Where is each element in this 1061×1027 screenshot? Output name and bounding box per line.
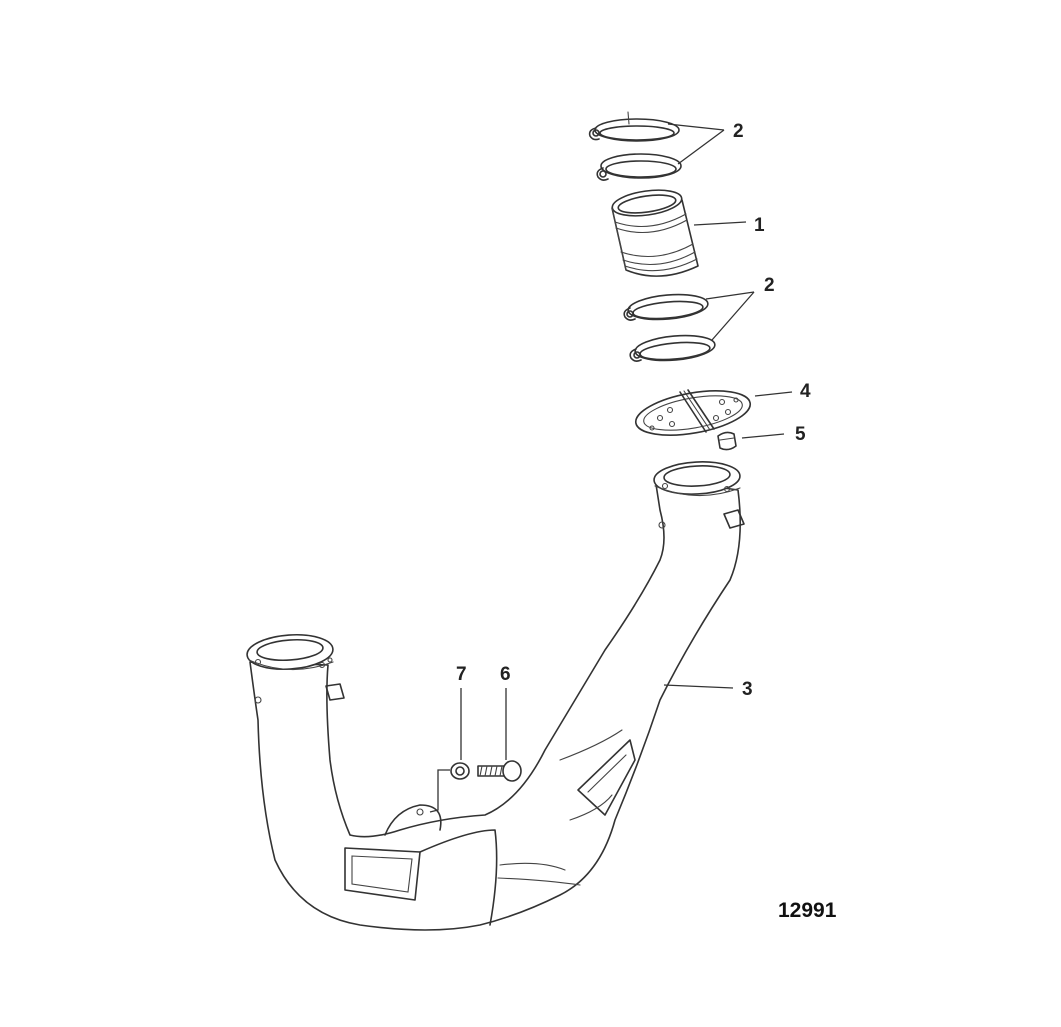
valve-retainer (717, 431, 737, 451)
upper-hose-clamp-top (588, 111, 680, 142)
upper-hose-clamp-bottom (596, 153, 682, 181)
exhaust-pipe (246, 461, 745, 931)
callout-5: 5 (795, 424, 806, 445)
callout-3: 3 (742, 679, 753, 700)
leader-lines (460, 123, 793, 760)
flapper-valve (634, 389, 752, 436)
screw (477, 760, 522, 782)
callout-4: 4 (800, 381, 811, 402)
lower-hose-clamp-top (623, 293, 709, 321)
callout-7: 7 (456, 664, 467, 685)
fastener-bracket (429, 769, 450, 813)
washer (450, 762, 470, 780)
exhaust-hose (611, 189, 699, 277)
callout-6: 6 (500, 664, 511, 685)
callout-1: 1 (754, 215, 765, 236)
lower-hose-clamp-bottom (629, 334, 716, 362)
callout-2-upper: 2 (733, 121, 744, 142)
callout-2-lower: 2 (764, 275, 775, 296)
drawing-number: 12991 (778, 899, 837, 922)
